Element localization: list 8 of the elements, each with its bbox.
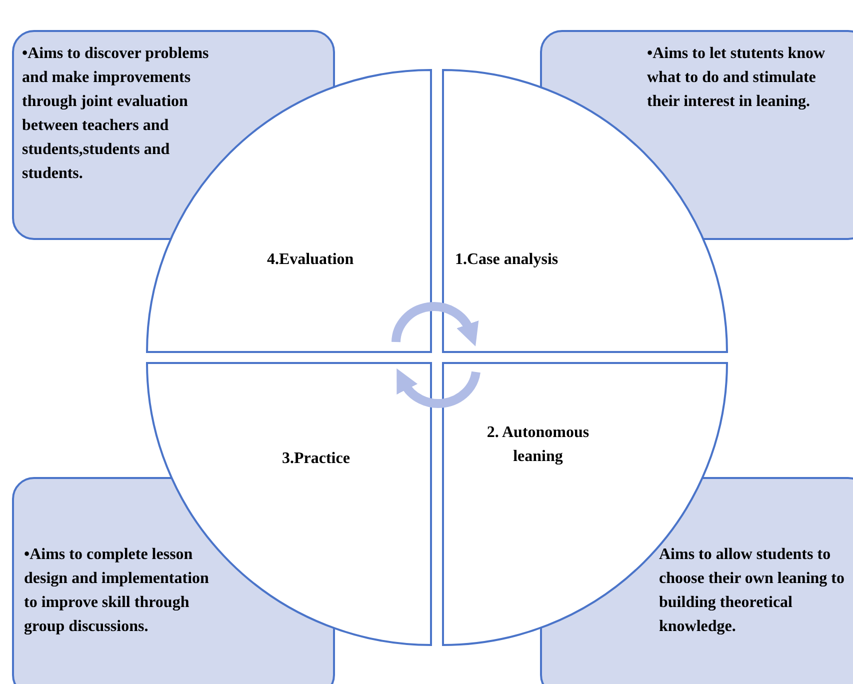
description-text: •Aims to let stutents know what to do and stimulate their interest in leaning. bbox=[647, 44, 826, 112]
description-text: •Aims to complete lesson design and implementation to improve skill through group discussions. bbox=[24, 545, 210, 637]
description-text: •Aims to discover problems and make improvements through joint evaluation between teachers and students,students and students. bbox=[22, 44, 210, 184]
stage-label: 1.Case analysis bbox=[455, 250, 560, 270]
stage-label: 2. Autonomous leaning bbox=[486, 423, 590, 467]
description-text: Aims to allow students to choose their own leaning to building theoretical knowledge. bbox=[659, 545, 846, 637]
stage-label: 4.Evaluation bbox=[267, 250, 355, 270]
stage-label: 3.Practice bbox=[282, 449, 351, 469]
